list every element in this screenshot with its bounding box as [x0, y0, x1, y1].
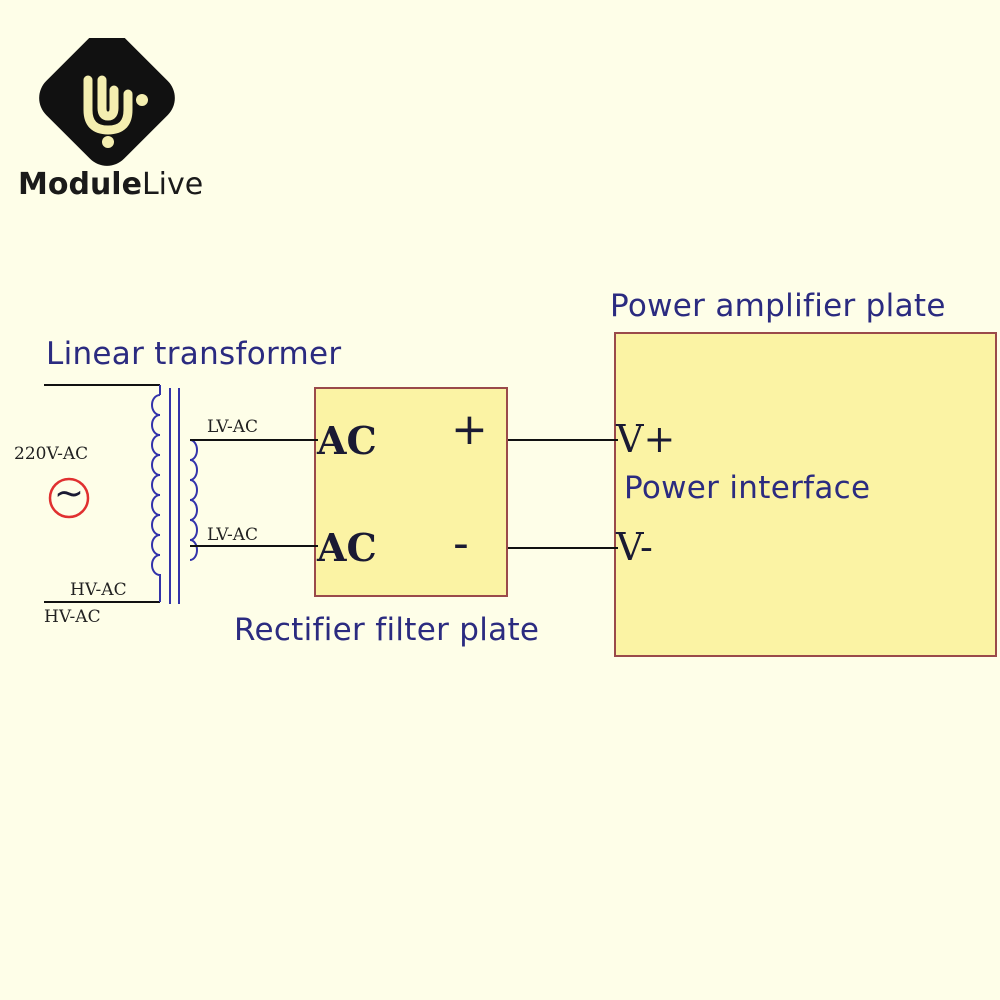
- power-amplifier-plate: [614, 332, 997, 657]
- secondary-top-label: LV-AC: [207, 417, 259, 437]
- transformer-title: Linear transformer: [46, 336, 342, 372]
- primary-inner-label: HV-AC: [70, 580, 127, 600]
- amplifier-vminus-label: V-: [616, 525, 653, 569]
- primary-outer-label: HV-AC: [44, 607, 101, 627]
- brand-name-part2: Live: [141, 167, 204, 202]
- rectifier-filter-plate: [314, 387, 508, 597]
- amplifier-title: Power amplifier plate: [610, 288, 946, 324]
- rectifier-title: Rectifier filter plate: [234, 612, 540, 648]
- rectifier-ac-input-bottom: AC: [317, 525, 377, 570]
- ac-source-symbol: ~: [53, 473, 85, 514]
- rectifier-positive-output: +: [451, 404, 488, 455]
- secondary-bottom-label: LV-AC: [207, 525, 259, 545]
- power-interface-label: Power interface: [624, 470, 871, 506]
- source-voltage-label: 220V-AC: [14, 444, 89, 464]
- rectifier-negative-output: -: [453, 518, 469, 569]
- primary-coil: [151, 394, 161, 590]
- brand-name-part1: Module: [18, 167, 142, 202]
- logo-icon: [39, 30, 175, 166]
- brand-name: ModuleLive: [18, 167, 203, 202]
- secondary-coil: [189, 439, 198, 561]
- ac-source-circle: [48, 477, 90, 519]
- amplifier-vplus-label: V+: [616, 417, 676, 461]
- brand-logo: [30, 30, 180, 168]
- rectifier-ac-input-top: AC: [317, 418, 377, 463]
